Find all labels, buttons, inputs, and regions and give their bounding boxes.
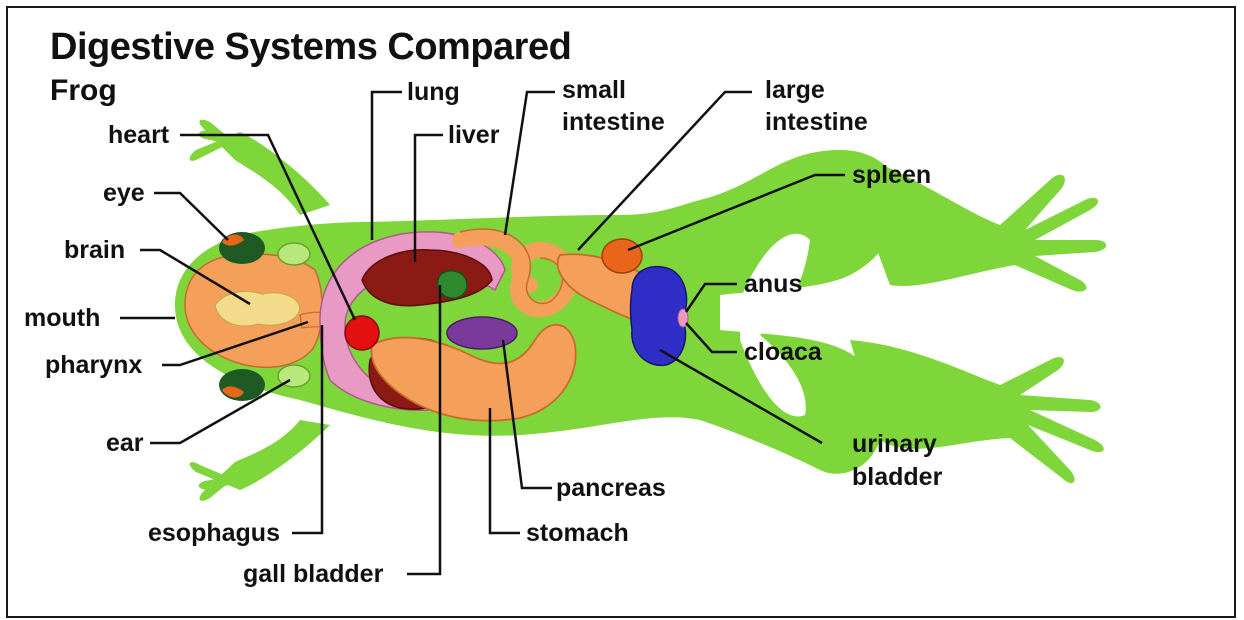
- label-ear: ear: [106, 429, 144, 457]
- label-urinary-bladder-line2: bladder: [852, 463, 943, 491]
- label-anus: anus: [744, 270, 802, 298]
- label-lung: lung: [407, 78, 460, 106]
- label-spleen: spleen: [852, 161, 931, 189]
- eye-lower: [219, 369, 265, 401]
- label-mouth: mouth: [24, 304, 100, 332]
- hind-leg-lower: [850, 340, 1104, 483]
- spleen: [602, 239, 642, 273]
- label-esophagus: esophagus: [148, 519, 280, 547]
- label-small-intestine-line2: intestine: [562, 108, 665, 136]
- brain: [215, 291, 300, 326]
- leader-small-intestine: [505, 92, 555, 235]
- ear-upper: [278, 243, 310, 265]
- leader-lung: [372, 92, 402, 240]
- label-heart: heart: [108, 121, 170, 149]
- gall-bladder: [438, 271, 467, 298]
- label-cloaca: cloaca: [744, 338, 823, 366]
- label-brain: brain: [64, 236, 125, 264]
- label-eye: eye: [103, 179, 145, 207]
- label-large-intestine-line2: intestine: [765, 108, 868, 136]
- label-liver: liver: [448, 121, 500, 149]
- label-pharynx: pharynx: [45, 351, 142, 379]
- label-urinary-bladder-line1: urinary: [852, 430, 937, 458]
- label-gall-bladder: gall bladder: [243, 560, 384, 588]
- label-stomach: stomach: [526, 519, 629, 547]
- label-pancreas: pancreas: [556, 474, 666, 502]
- leader-eye: [154, 193, 228, 240]
- front-leg-lower: [190, 420, 330, 501]
- label-small-intestine-line1: small: [562, 76, 626, 104]
- heart: [345, 316, 379, 350]
- label-large-intestine-line1: large: [765, 76, 825, 104]
- pancreas: [447, 317, 517, 349]
